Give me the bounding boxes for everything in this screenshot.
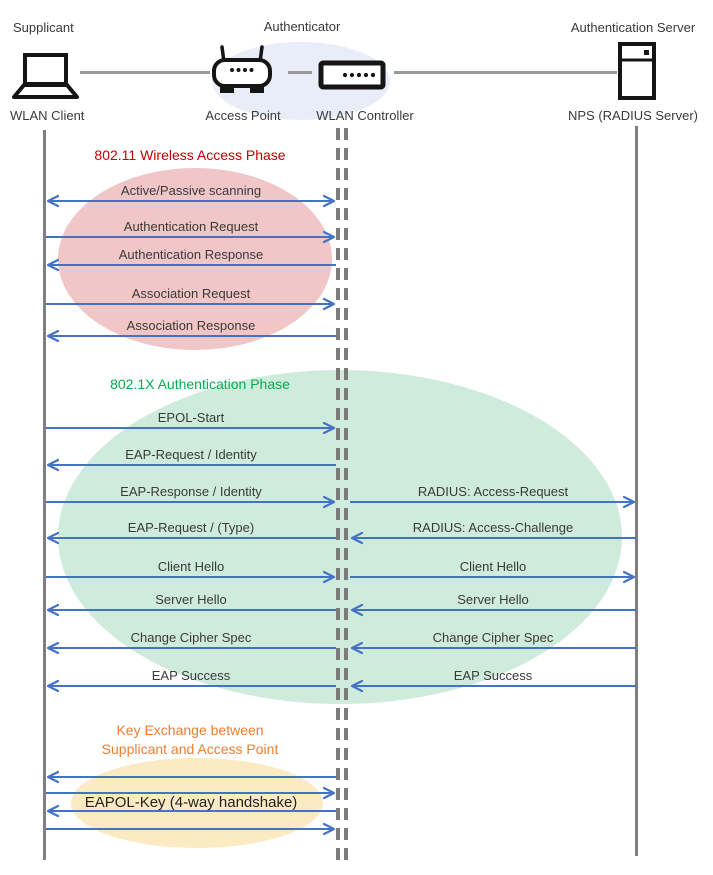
message-label: EAP Success	[151, 668, 231, 683]
key-exchange-ellipse	[71, 758, 323, 848]
message-label: EPOL-Start	[157, 410, 225, 425]
message-arrow-left	[350, 641, 636, 655]
message-arrow-left	[350, 679, 636, 693]
supplicant-role-label: Supplicant	[13, 20, 74, 35]
wlan-controller-label: WLAN Controller	[316, 108, 414, 123]
message-label: EAP Success	[453, 668, 533, 683]
wlan-client-lifeline	[43, 130, 46, 860]
message-arrow-right	[46, 230, 336, 244]
phase-8021x-title: 802.1X Authentication Phase	[110, 376, 290, 392]
message-label: Authentication Request	[123, 219, 259, 234]
wlan-controller-lifeline	[344, 128, 348, 860]
message-label: Association Response	[126, 318, 256, 333]
message-arrow-left	[46, 531, 336, 545]
message-label: Client Hello	[459, 559, 527, 574]
message-arrow-left	[350, 531, 636, 545]
message-arrow-both	[46, 194, 336, 208]
message-label: RADIUS: Access-Challenge	[412, 520, 574, 535]
server-role-label: Authentication Server	[570, 20, 696, 35]
message-label: EAP-Request / Identity	[125, 447, 257, 462]
message-arrow-left	[46, 458, 336, 472]
connector-wlc-server	[394, 71, 617, 74]
phase-80211-title: 802.11 Wireless Access Phase	[94, 147, 286, 163]
message-arrow-left	[46, 770, 336, 784]
phase-80211-ellipse	[58, 168, 332, 350]
message-arrow-right	[46, 297, 336, 311]
wlan-client-label: WLAN Client	[10, 108, 85, 123]
server-icon	[618, 42, 656, 100]
message-label: Association Request	[131, 286, 251, 301]
message-label: EAP-Response / Identity	[120, 484, 262, 499]
message-arrow-left	[46, 804, 336, 818]
message-arrow-right	[46, 495, 336, 509]
message-label: Active/Passive scanning	[120, 183, 262, 198]
connector-ap-wlc	[288, 71, 312, 74]
message-arrow-left	[46, 641, 336, 655]
access-point-label: Access Point	[205, 108, 281, 123]
key-exchange-title-line2: Supplicant and Access Point	[101, 741, 279, 757]
message-arrow-left	[46, 329, 336, 343]
message-arrow-left	[350, 603, 636, 617]
key-exchange-title-line1: Key Exchange between	[116, 722, 264, 738]
message-label: Change Cipher Spec	[432, 630, 554, 645]
message-arrow-right	[46, 570, 336, 584]
message-label: EAPOL-Key (4-way handshake)	[84, 794, 298, 811]
wlan-controller-icon	[318, 60, 386, 90]
laptop-icon	[12, 53, 79, 99]
message-label: RADIUS: Access-Request	[417, 484, 569, 499]
message-label: Client Hello	[157, 559, 225, 574]
message-arrow-right	[46, 822, 336, 836]
server-name-label: NPS (RADIUS Server)	[567, 108, 699, 123]
message-arrow-left	[46, 679, 336, 693]
message-arrow-right	[350, 495, 636, 509]
message-label: Server Hello	[155, 592, 227, 607]
message-label: Change Cipher Spec	[130, 630, 252, 645]
access-point-icon	[212, 45, 272, 93]
access-point-lifeline	[336, 128, 340, 860]
message-arrow-right	[350, 570, 636, 584]
message-arrow-right	[46, 786, 336, 800]
connector-client-ap	[80, 71, 210, 74]
message-arrow-left	[46, 258, 336, 272]
radius-server-lifeline	[635, 126, 638, 856]
message-label: Server Hello	[457, 592, 529, 607]
message-arrow-left	[46, 603, 336, 617]
message-label: EAP-Request / (Type)	[127, 520, 255, 535]
authenticator-role-label: Authenticator	[263, 19, 341, 34]
message-label: Authentication Response	[118, 247, 264, 262]
key-exchange-title: Key Exchange between Supplicant and Acce…	[102, 721, 279, 759]
message-arrow-right	[46, 421, 336, 435]
